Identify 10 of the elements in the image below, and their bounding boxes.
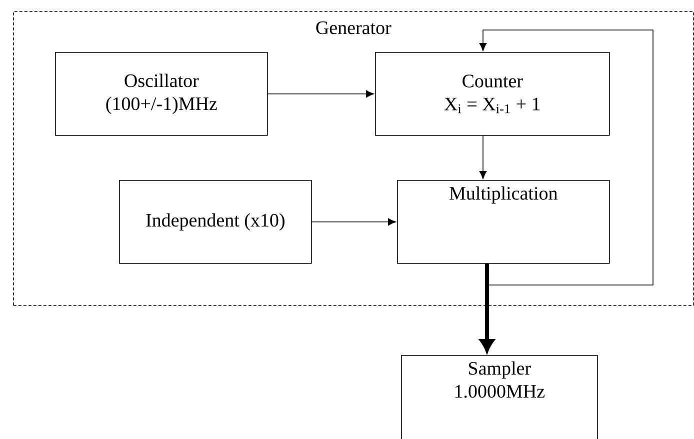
process-box: Counter X$_{i}$ = X$_{i-1}$ + 1 xyxy=(375,52,610,136)
process-box: Independent (x10) xyxy=(119,180,312,264)
arrow xyxy=(311,218,396,226)
arrow xyxy=(267,90,374,98)
arrow xyxy=(479,135,487,179)
process-box: Multiplication xyxy=(397,180,610,264)
process-box: Sampler 1.0000MHz xyxy=(401,355,598,439)
process-box: Oscillator (100+/-1)MHz xyxy=(55,52,268,136)
arrow xyxy=(480,264,494,352)
arrow xyxy=(479,30,654,286)
